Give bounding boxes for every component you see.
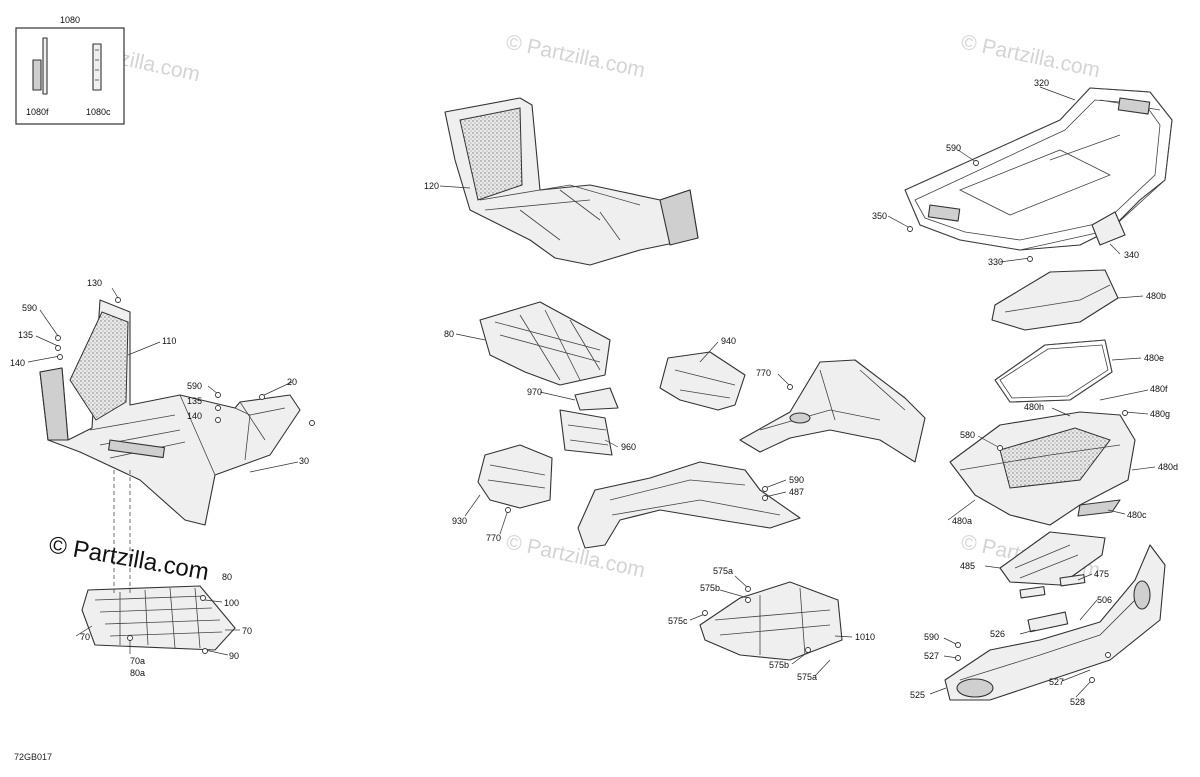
label-575b2: 575b — [769, 660, 789, 670]
label-70b: 70 — [242, 626, 252, 636]
label-90: 90 — [229, 651, 239, 661]
label-480b: 480b — [1146, 291, 1166, 301]
bracket-80 — [479, 301, 611, 386]
watermark-4: © Partzilla.com — [504, 530, 647, 582]
footrest-70 — [81, 470, 236, 651]
label-1010: 1010 — [855, 632, 875, 642]
label-120: 120 — [424, 181, 439, 191]
label-480f: 480f — [1150, 384, 1168, 394]
panel-930 — [477, 444, 553, 509]
part-labels: 130 590 135 140 110 590 135 140 20 30 80… — [10, 78, 1178, 707]
label-525: 525 — [910, 690, 925, 700]
label-580: 580 — [960, 430, 975, 440]
label-528: 528 — [1070, 697, 1085, 707]
inset-left-label: 1080f — [26, 107, 49, 117]
label-70a80a-2: 80a — [130, 668, 145, 678]
panels-970-960 — [559, 387, 619, 456]
label-590c: 590 — [789, 475, 804, 485]
label-140a: 140 — [10, 358, 25, 368]
label-70a80a-1: 70a — [130, 656, 145, 666]
label-130: 130 — [87, 278, 102, 288]
footwell-assembly-110 — [39, 299, 301, 526]
label-350: 350 — [872, 211, 887, 221]
skid-1010 — [699, 581, 843, 661]
diagram-code: 72GB017 — [14, 752, 52, 762]
body-120 — [444, 97, 699, 266]
inset-right-label: 1080c — [86, 107, 111, 117]
label-135b: 135 — [187, 396, 202, 406]
label-20: 20 — [287, 377, 297, 387]
bumper-506 — [944, 544, 1166, 701]
fasteners — [55, 160, 1128, 683]
label-80: 80 — [444, 329, 454, 339]
storage-box — [949, 269, 1136, 526]
rear-fender — [577, 461, 801, 549]
watermark-3: © Partzilla.com — [959, 30, 1102, 82]
mat-485-475 — [999, 531, 1106, 599]
label-506: 506 — [1097, 595, 1112, 605]
label-480e: 480e — [1144, 353, 1164, 363]
label-590e: 590 — [924, 632, 939, 642]
label-110: 110 — [162, 336, 176, 346]
inset-title: 1080 — [60, 15, 80, 25]
label-487: 487 — [789, 487, 804, 497]
label-930: 930 — [452, 516, 467, 526]
label-526: 526 — [990, 629, 1005, 639]
label-960: 960 — [621, 442, 636, 452]
label-970: 970 — [527, 387, 542, 397]
label-80a: 80 — [222, 572, 232, 582]
label-575b1: 575b — [700, 583, 720, 593]
label-480d: 480d — [1158, 462, 1178, 472]
label-575c: 575c — [668, 616, 688, 626]
bracket-940 — [659, 351, 746, 411]
label-527b: 527 — [1049, 677, 1064, 687]
label-30: 30 — [299, 456, 309, 466]
label-485: 485 — [960, 561, 975, 571]
label-330: 330 — [988, 257, 1003, 267]
front-fender — [739, 359, 926, 463]
label-480g: 480g — [1150, 409, 1170, 419]
label-340: 340 — [1124, 250, 1139, 260]
leader-lines — [27, 86, 1156, 698]
label-320: 320 — [1034, 78, 1049, 88]
watermark-main: © Partzilla.com — [47, 531, 211, 586]
label-770b: 770 — [756, 368, 771, 378]
label-590a: 590 — [22, 303, 37, 313]
label-940: 940 — [721, 336, 736, 346]
label-475: 475 — [1094, 569, 1109, 579]
watermark-2: © Partzilla.com — [504, 30, 647, 82]
inset-1080: 1080 1080f 1080c — [15, 15, 125, 125]
label-590b: 590 — [187, 381, 202, 391]
label-70a: 70 — [80, 632, 90, 642]
rear-rack-320 — [904, 87, 1173, 251]
label-480a: 480a — [952, 516, 972, 526]
label-590d: 590 — [946, 143, 961, 153]
label-527a: 527 — [924, 651, 939, 661]
label-480c: 480c — [1127, 510, 1147, 520]
label-100: 100 — [224, 598, 239, 608]
label-140b: 140 — [187, 411, 202, 421]
label-135a: 135 — [18, 330, 33, 340]
label-575a2: 575a — [797, 672, 817, 682]
label-575a1: 575a — [713, 566, 733, 576]
label-770a: 770 — [486, 533, 501, 543]
label-480h: 480h — [1024, 402, 1044, 412]
